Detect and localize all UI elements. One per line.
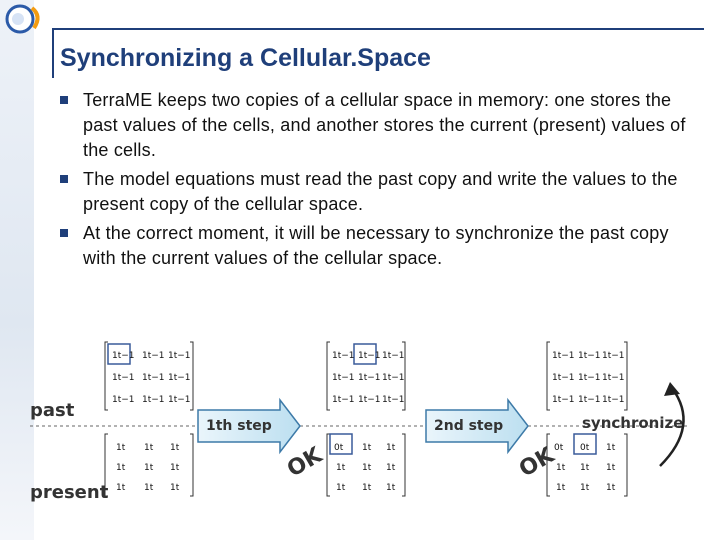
svg-text:1t: 1t bbox=[144, 483, 154, 493]
svg-text:1t: 1t bbox=[580, 463, 590, 473]
svg-text:1t−1: 1t−1 bbox=[358, 395, 381, 405]
svg-text:1t−1: 1t−1 bbox=[332, 395, 355, 405]
svg-text:1t−1: 1t−1 bbox=[332, 373, 355, 383]
svg-text:0t: 0t bbox=[580, 443, 590, 453]
highlighted-cell bbox=[107, 343, 131, 365]
bullet-item: TerraME keeps two copies of a cellular s… bbox=[58, 88, 698, 163]
step2-label: 2nd step bbox=[434, 418, 503, 434]
svg-text:1t−1: 1t−1 bbox=[358, 351, 381, 361]
svg-text:1t: 1t bbox=[362, 443, 372, 453]
svg-text:1t: 1t bbox=[336, 483, 346, 493]
svg-text:1t: 1t bbox=[170, 443, 180, 453]
bullet-list: TerraME keeps two copies of a cellular s… bbox=[58, 88, 698, 275]
svg-text:1t−1: 1t−1 bbox=[602, 395, 625, 405]
ok-label-1: OK bbox=[283, 442, 327, 482]
institution-logo bbox=[5, 4, 40, 34]
past-matrix-1: 1t−1 1t−1 1t−1 1t−1 1t−1 1t−1 1t−1 1t−1 … bbox=[104, 341, 194, 411]
highlighted-cell bbox=[573, 433, 597, 455]
svg-text:1t−1: 1t−1 bbox=[382, 395, 405, 405]
svg-text:1t−1: 1t−1 bbox=[382, 373, 405, 383]
svg-text:1t: 1t bbox=[144, 463, 154, 473]
svg-text:1t−1: 1t−1 bbox=[168, 373, 191, 383]
svg-text:1t−1: 1t−1 bbox=[382, 351, 405, 361]
svg-text:1t−1: 1t−1 bbox=[602, 373, 625, 383]
svg-text:1t−1: 1t−1 bbox=[112, 373, 135, 383]
highlighted-cell bbox=[329, 433, 353, 455]
svg-text:1t: 1t bbox=[606, 443, 616, 453]
svg-text:1t−1: 1t−1 bbox=[578, 395, 601, 405]
svg-text:1t−1: 1t−1 bbox=[168, 395, 191, 405]
present-matrix-2: 0t 1t 1t 1t 1t 1t 1t 1t 1t bbox=[326, 433, 406, 497]
svg-text:1t: 1t bbox=[170, 463, 180, 473]
synchronization-diagram: past present 1t−1 1t−1 1t−1 1t−1 1t−1 1t… bbox=[30, 341, 690, 503]
bullet-item: At the correct moment, it will be necess… bbox=[58, 221, 698, 271]
svg-text:1t−1: 1t−1 bbox=[168, 351, 191, 361]
past-matrix-3: 1t−1 1t−1 1t−1 1t−1 1t−1 1t−1 1t−1 1t−1 … bbox=[546, 341, 628, 411]
left-sidebar-decoration bbox=[0, 0, 34, 540]
svg-text:1t−1: 1t−1 bbox=[142, 373, 165, 383]
past-matrix-2: 1t−1 1t−1 1t−1 1t−1 1t−1 1t−1 1t−1 1t−1 … bbox=[326, 341, 406, 411]
svg-text:1t−1: 1t−1 bbox=[112, 351, 135, 361]
svg-text:1t−1: 1t−1 bbox=[578, 373, 601, 383]
step1-arrow: 1th step bbox=[197, 397, 301, 455]
svg-text:1t−1: 1t−1 bbox=[112, 395, 135, 405]
svg-text:0t: 0t bbox=[554, 443, 564, 453]
svg-text:1t−1: 1t−1 bbox=[552, 395, 575, 405]
svg-text:1t: 1t bbox=[362, 463, 372, 473]
synchronize-curve-arrow bbox=[659, 387, 685, 467]
slide-title: Synchronizing a Cellular.Space bbox=[60, 44, 431, 72]
svg-text:1t−1: 1t−1 bbox=[552, 351, 575, 361]
synchronize-label: synchronize bbox=[582, 414, 683, 432]
bullet-item: The model equations must read the past c… bbox=[58, 167, 698, 217]
svg-text:1t: 1t bbox=[362, 483, 372, 493]
svg-text:1t−1: 1t−1 bbox=[578, 351, 601, 361]
step2-arrow: 2nd step bbox=[425, 397, 529, 455]
svg-text:1t: 1t bbox=[386, 463, 396, 473]
svg-text:1t: 1t bbox=[116, 483, 126, 493]
svg-text:1t: 1t bbox=[116, 463, 126, 473]
svg-text:1t: 1t bbox=[556, 483, 566, 493]
svg-text:1t: 1t bbox=[144, 443, 154, 453]
ok-label-2: OK bbox=[515, 442, 559, 482]
svg-text:1t: 1t bbox=[386, 483, 396, 493]
synchronize-arrowhead-icon bbox=[664, 382, 680, 396]
bullet-square-icon bbox=[60, 229, 68, 237]
present-label: present bbox=[30, 482, 109, 503]
svg-text:1t−1: 1t−1 bbox=[142, 395, 165, 405]
svg-text:1t: 1t bbox=[606, 463, 616, 473]
present-matrix-3: 0t 0t 1t 1t 1t 1t 1t 1t 1t bbox=[546, 433, 628, 497]
svg-text:0t: 0t bbox=[334, 443, 344, 453]
svg-text:1t−1: 1t−1 bbox=[602, 351, 625, 361]
svg-text:1t: 1t bbox=[170, 483, 180, 493]
svg-text:1t−1: 1t−1 bbox=[332, 351, 355, 361]
past-label: past bbox=[30, 400, 75, 421]
svg-text:1t: 1t bbox=[580, 483, 590, 493]
svg-text:1t: 1t bbox=[386, 443, 396, 453]
svg-text:1t: 1t bbox=[556, 463, 566, 473]
svg-text:1t−1: 1t−1 bbox=[358, 373, 381, 383]
title-frame bbox=[52, 28, 704, 78]
svg-text:1t: 1t bbox=[116, 443, 126, 453]
svg-text:1t: 1t bbox=[606, 483, 616, 493]
step1-label: 1th step bbox=[206, 418, 272, 434]
bullet-square-icon bbox=[60, 96, 68, 104]
present-matrix-1: 1t 1t 1t 1t 1t 1t 1t 1t 1t bbox=[104, 433, 194, 497]
bullet-square-icon bbox=[60, 175, 68, 183]
svg-text:1t: 1t bbox=[336, 463, 346, 473]
highlighted-cell bbox=[353, 343, 377, 365]
svg-text:1t−1: 1t−1 bbox=[142, 351, 165, 361]
svg-text:1t−1: 1t−1 bbox=[552, 373, 575, 383]
